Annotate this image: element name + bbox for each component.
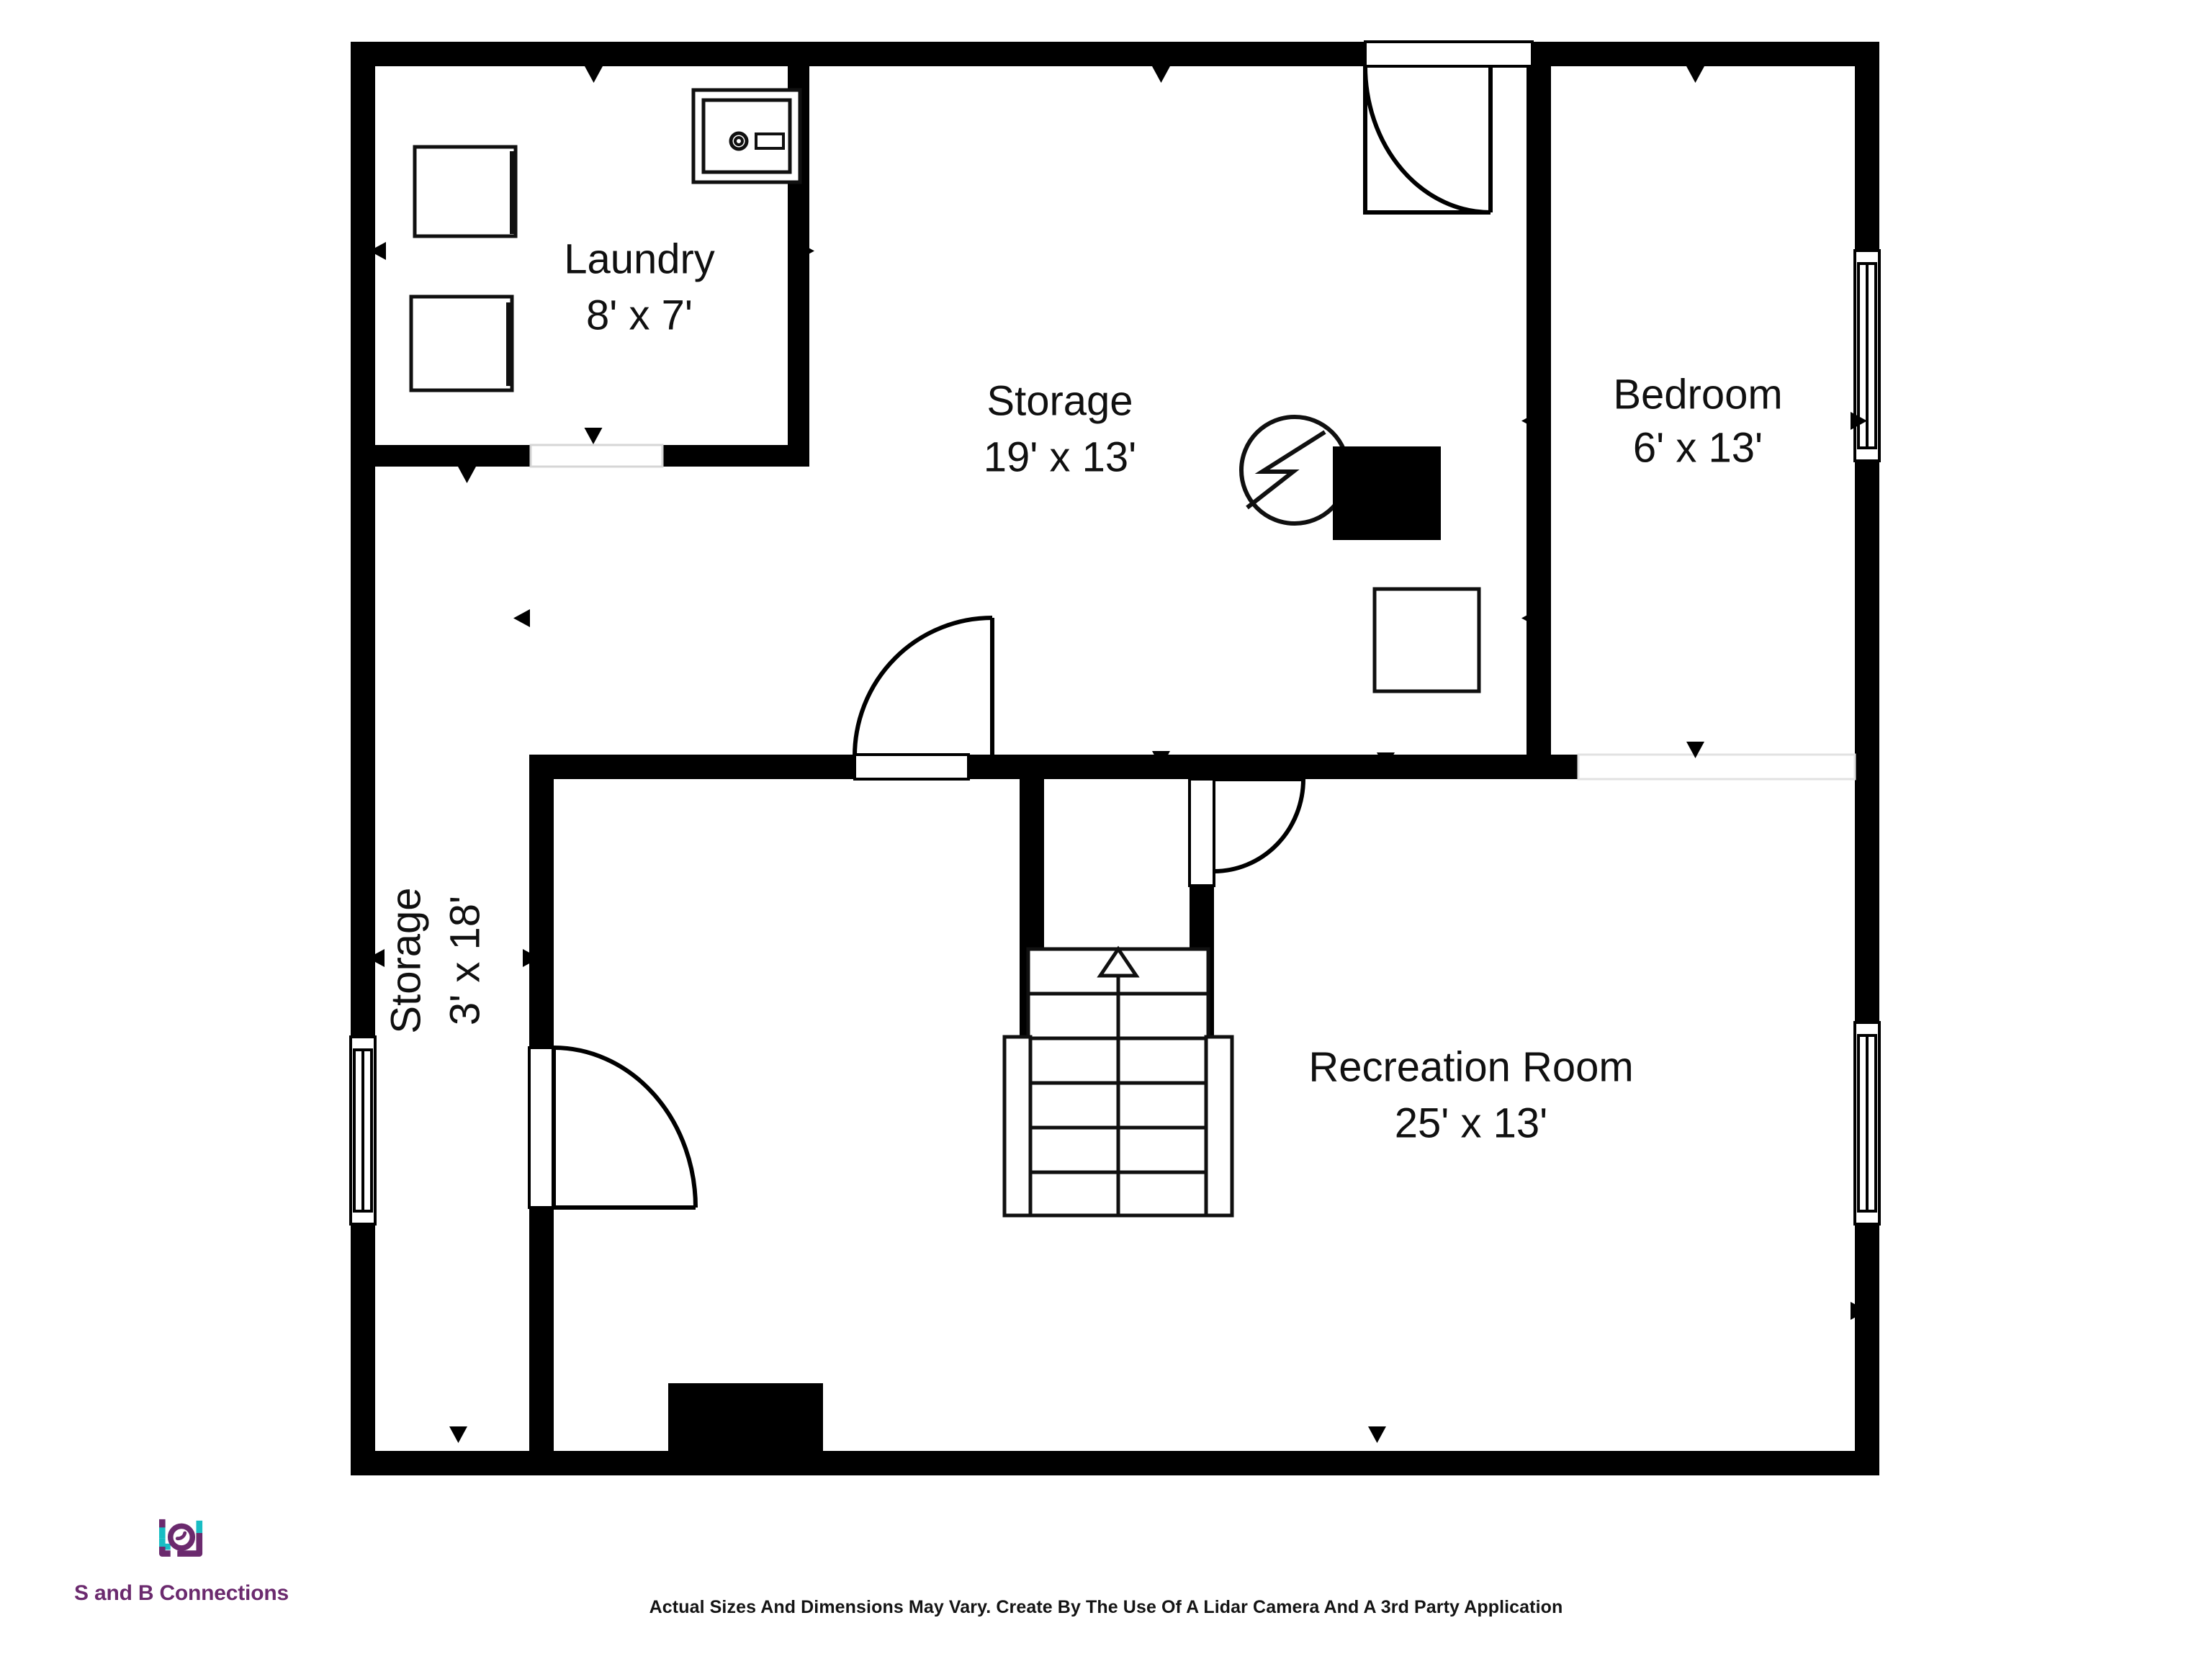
staircase-icon <box>1002 945 1234 1218</box>
room-label-storage-narrow: Storage 3' x 18' <box>382 887 488 1033</box>
door-storage-to-recreation <box>853 616 994 781</box>
furnace-unit-icon <box>1333 446 1441 540</box>
room-label-laundry: Laundry 8' x 7' <box>564 235 715 338</box>
laundry-name: Laundry <box>564 235 715 282</box>
room-label-recreation-room: Recreation Room 25' x 13' <box>1308 1043 1633 1146</box>
chimney-bumpout-icon <box>668 1383 823 1452</box>
recreation-room-dimensions: 25' x 13' <box>1395 1100 1547 1146</box>
recreation-room-name: Recreation Room <box>1308 1043 1633 1090</box>
window-recreation-east <box>1853 1021 1881 1226</box>
laundry-dimensions: 8' x 7' <box>586 292 693 338</box>
door-stair-landing <box>1188 777 1305 887</box>
window-storage-west <box>349 1035 377 1226</box>
storage-main-dimensions: 19' x 13' <box>984 433 1136 480</box>
storage-main-name: Storage <box>986 377 1133 424</box>
utility-sink-icon <box>691 88 802 184</box>
camera-icon <box>159 1519 203 1557</box>
exterior-walls <box>351 42 1879 1475</box>
room-label-bedroom: Bedroom 6' x 13' <box>1613 371 1782 471</box>
dimension-markers <box>368 66 1867 1443</box>
opening-laundry-south <box>529 444 664 468</box>
appliance-washer-icon <box>413 145 518 238</box>
appliance-dryer-icon <box>409 295 514 392</box>
bedroom-dimensions: 6' x 13' <box>1633 424 1763 471</box>
storage-narrow-dimensions: 3' x 18' <box>441 896 488 1025</box>
brand-watermark: S and B Connections <box>66 1518 297 1606</box>
storage-narrow-name: Storage <box>382 887 429 1033</box>
room-label-storage-main: Storage 19' x 13' <box>984 377 1136 480</box>
door-storage-north <box>1363 40 1534 215</box>
electrical-panel-icon <box>1239 415 1350 526</box>
water-heater-icon <box>1372 587 1481 693</box>
brand-name: S and B Connections <box>74 1581 289 1605</box>
disclaimer-text: Actual Sizes And Dimensions May Vary. Cr… <box>649 1597 1563 1617</box>
door-recreation-west <box>528 1046 698 1210</box>
window-bedroom-east <box>1853 249 1881 462</box>
bedroom-name: Bedroom <box>1613 371 1782 418</box>
opening-bedroom-south <box>1577 753 1856 781</box>
